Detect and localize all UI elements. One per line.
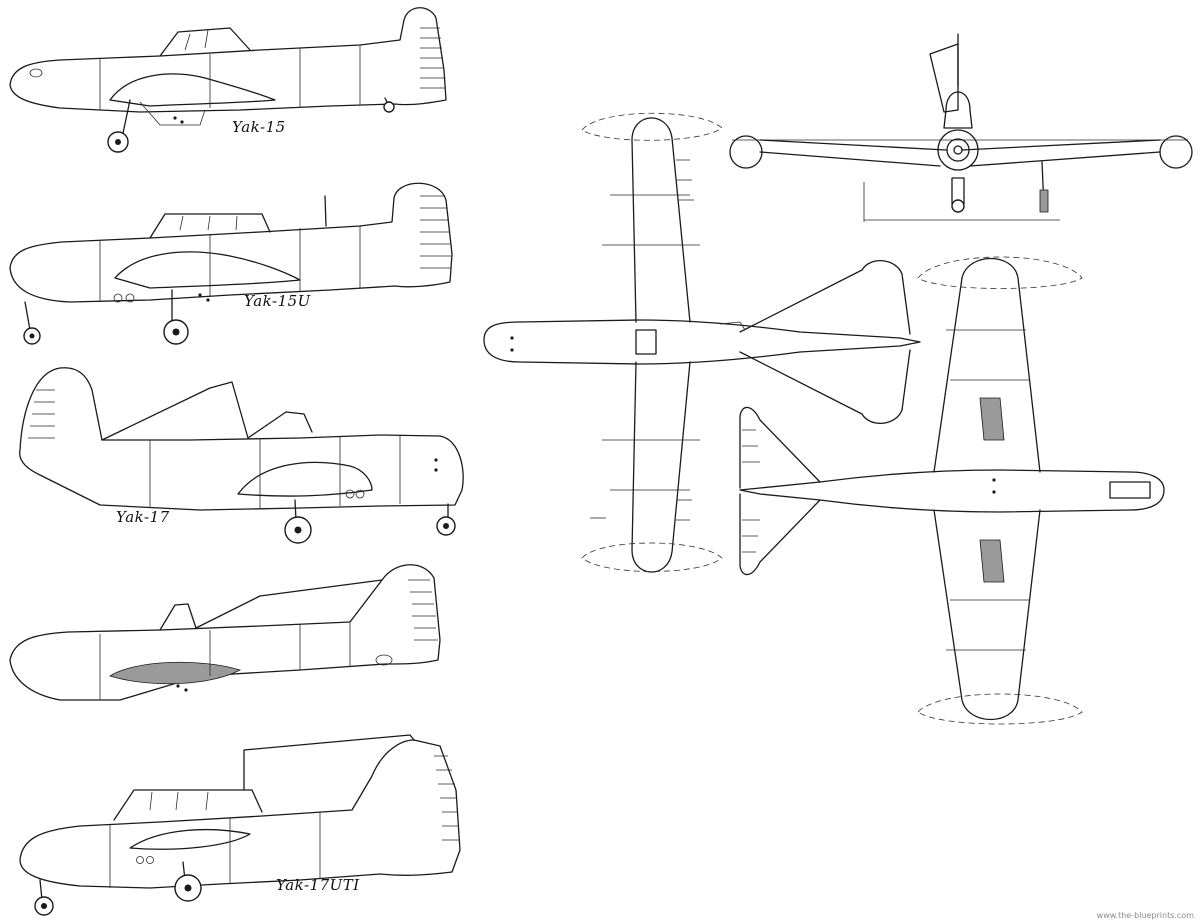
side-view-unlabeled bbox=[10, 565, 440, 700]
bottom-view bbox=[740, 257, 1164, 724]
top-view bbox=[484, 113, 920, 572]
label-yak15u: Yak-15U bbox=[244, 292, 311, 310]
side-view-yak15 bbox=[10, 8, 446, 152]
front-view bbox=[730, 34, 1192, 222]
watermark-text: www.the-blueprints.com bbox=[1096, 911, 1194, 920]
label-yak15: Yak-15 bbox=[232, 118, 286, 136]
label-yak17: Yak-17 bbox=[116, 508, 170, 526]
side-view-yak17 bbox=[20, 368, 464, 543]
label-yak17uti: Yak-17UTI bbox=[276, 876, 360, 894]
side-view-yak15u bbox=[10, 183, 452, 344]
side-view-yak17uti bbox=[20, 735, 460, 915]
